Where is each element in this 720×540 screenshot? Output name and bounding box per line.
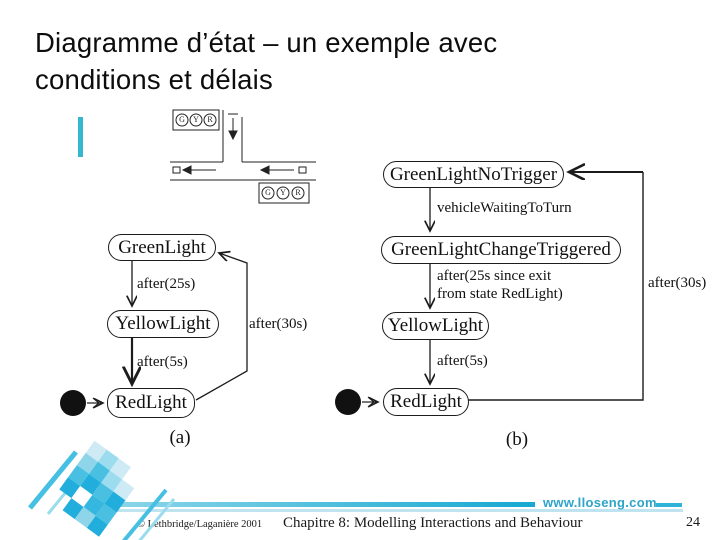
signal-letter: G bbox=[265, 188, 271, 197]
transition-label-after5s-b: after(5s) bbox=[437, 353, 488, 369]
signal-letter: R bbox=[207, 115, 213, 124]
state-greenlight-a: GreenLight bbox=[108, 234, 216, 261]
copyright-text: © Lethbridge/Laganière 2001 bbox=[137, 519, 263, 530]
intersection-figure bbox=[170, 109, 316, 204]
signal-letter: R bbox=[295, 188, 301, 197]
chapter-title: Chapitre 8: Modelling Interactions and B… bbox=[283, 515, 583, 531]
down-arrow-icon bbox=[228, 130, 238, 141]
transition-label-after5s-a: after(5s) bbox=[137, 354, 188, 370]
state-yellowlight-b: YellowLight bbox=[382, 312, 489, 340]
footer-accent-bar bbox=[85, 502, 535, 507]
traffic-light-box-top bbox=[172, 109, 220, 131]
traffic-light-box-bottom bbox=[258, 182, 310, 204]
transition-label-after25s-since-exit-b: after(25s since exit from state RedLight… bbox=[437, 268, 563, 302]
signal-letter: Y bbox=[280, 188, 286, 197]
transition-label-vehicle-waiting-b: vehicleWaitingToTurn bbox=[437, 200, 572, 216]
signal-letter: G bbox=[179, 115, 185, 124]
state-greenlight-no-trigger-b: GreenLightNoTrigger bbox=[383, 161, 564, 188]
left-arrow-icon bbox=[259, 165, 270, 175]
footer-accent-dash bbox=[656, 503, 682, 507]
caption-a: (a) bbox=[169, 427, 191, 448]
state-redlight-b: RedLight bbox=[383, 388, 469, 416]
diagram-b-connectors bbox=[335, 172, 644, 415]
bullet-marker bbox=[78, 117, 83, 157]
page-number: 24 bbox=[686, 515, 700, 530]
left-arrow-icon bbox=[181, 165, 192, 175]
state-greenlight-change-triggered-b: GreenLightChangeTriggered bbox=[381, 236, 621, 264]
caption-b: (b) bbox=[505, 429, 529, 450]
state-redlight-a: RedLight bbox=[107, 388, 195, 418]
state-yellowlight-a: YellowLight bbox=[107, 310, 219, 338]
slide-title: Diagramme d’état – un exemple avec condi… bbox=[35, 27, 498, 95]
website-link[interactable]: www.lloseng.com bbox=[543, 495, 657, 510]
logo-diamond bbox=[59, 440, 135, 537]
transition-label-after30s-b: after(30s) bbox=[648, 275, 707, 291]
signal-letter: Y bbox=[193, 115, 199, 124]
initial-state-dot-b bbox=[335, 389, 361, 415]
diagram-a-connectors bbox=[60, 253, 248, 416]
transition-label-after30s-a: after(30s) bbox=[249, 316, 308, 332]
initial-state-dot-a bbox=[60, 390, 86, 416]
logo bbox=[28, 440, 176, 540]
transition-label-after25s-a: after(25s) bbox=[137, 276, 196, 292]
footer-accent-underline bbox=[85, 509, 683, 512]
